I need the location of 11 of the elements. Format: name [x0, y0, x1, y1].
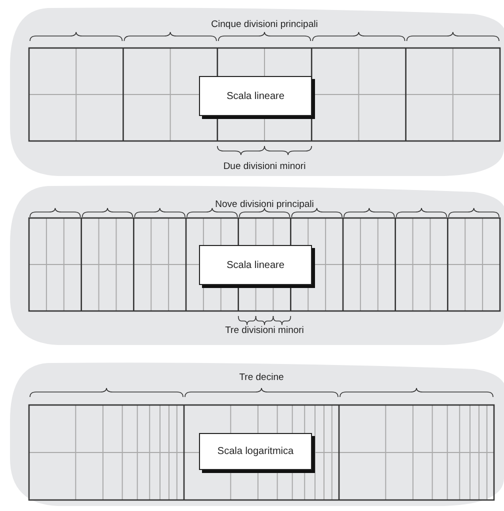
scale-name: Scala lineare: [226, 260, 284, 270]
scale-name: Scala logaritmica: [217, 446, 294, 457]
panel-title: Tre decine: [238, 372, 285, 384]
panel-title: Nove divisioni principali: [214, 199, 315, 211]
division-caption: Due divisioni minori: [222, 161, 307, 173]
label-box: [199, 433, 312, 470]
label-box: [199, 245, 312, 285]
division-caption: Tre divisioni minori: [224, 325, 305, 337]
panel-title: Cinque divisioni principali: [210, 19, 319, 31]
scale-name: Scala lineare: [226, 90, 284, 102]
label-box: [199, 76, 312, 116]
